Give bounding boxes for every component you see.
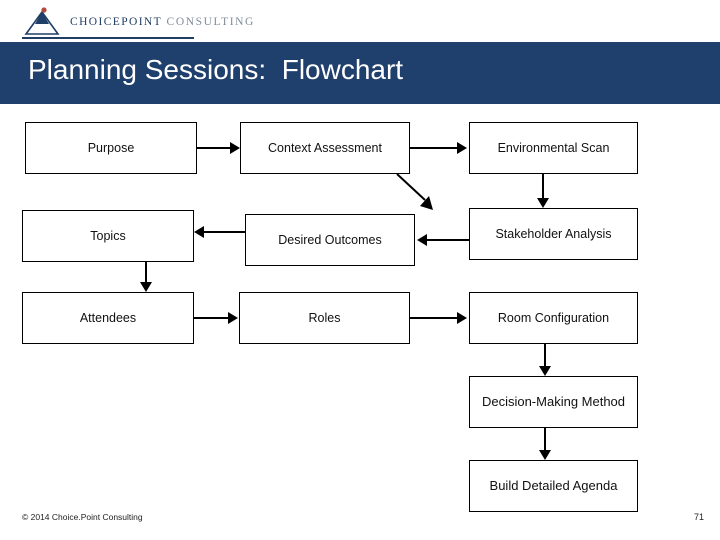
footer-copyright: © 2014 Choice.Point Consulting <box>22 512 143 522</box>
logo-band: CHOICEPOINT CONSULTING <box>0 0 540 42</box>
flow-node-label: Purpose <box>87 140 135 155</box>
flow-node-label: Context Assessment <box>268 140 382 155</box>
flow-node-topics[interactable]: Topics <box>22 210 194 262</box>
flowchart: Purpose Context Assessment Environmental… <box>0 104 720 512</box>
flow-node-roles[interactable]: Roles <box>239 292 410 344</box>
title-bar: Planning Sessions: Flowchart <box>0 42 720 104</box>
flow-arrow-desired-outcomes-to-topics <box>194 226 246 238</box>
flow-node-stakeholder-analysis[interactable]: Stakeholder Analysis <box>469 208 638 260</box>
flow-node-label: Environmental Scan <box>497 140 610 155</box>
flow-arrow-environmental-to-stakeholder <box>536 174 550 210</box>
page-title: Planning Sessions: Flowchart <box>28 54 404 85</box>
diagonal-arrow-icon <box>396 173 433 210</box>
flow-node-purpose[interactable]: Purpose <box>25 122 197 174</box>
flow-node-context-assessment[interactable]: Context Assessment <box>240 122 410 174</box>
flow-arrow-attendees-to-roles <box>194 312 240 324</box>
flow-node-attendees[interactable]: Attendees <box>22 292 194 344</box>
flow-node-desired-outcomes[interactable]: Desired Outcomes <box>245 214 415 266</box>
flow-node-label: Attendees <box>79 310 137 325</box>
flow-node-label: Desired Outcomes <box>278 232 382 247</box>
flow-arrow-roles-to-room-configuration <box>410 312 470 324</box>
flow-node-label: Build Detailed Agenda <box>489 478 618 494</box>
flow-node-label: Roles <box>308 310 341 325</box>
flow-node-build-detailed-agenda[interactable]: Build Detailed Agenda <box>469 460 638 512</box>
flow-node-label: Topics <box>90 228 126 243</box>
flow-node-environmental-scan[interactable]: Environmental Scan <box>469 122 638 174</box>
choicepoint-logo: CHOICEPOINT CONSULTING <box>22 4 253 39</box>
logo-wordmark-secondary: CONSULTING <box>162 16 255 28</box>
flow-node-label: Room Configuration <box>497 310 610 325</box>
mountain-peak-icon <box>24 7 60 35</box>
flow-arrow-stakeholder-to-desired-outcomes <box>417 234 469 246</box>
flow-arrow-decision-method-to-build-agenda <box>538 428 552 462</box>
flow-arrow-context-to-desired-outcomes <box>395 172 441 218</box>
flow-arrow-room-configuration-to-decision-method <box>538 344 552 378</box>
flow-arrow-purpose-to-context <box>197 142 242 154</box>
flow-node-label: Decision-Making Method <box>481 394 626 410</box>
flow-node-label: Stakeholder Analysis <box>495 226 612 241</box>
logo-wordmark-primary: CHOICEPOINT <box>70 16 163 28</box>
flow-arrow-context-to-environmental <box>410 142 470 154</box>
flow-arrow-topics-to-attendees <box>139 262 153 294</box>
flow-node-room-configuration[interactable]: Room Configuration <box>469 292 638 344</box>
logo-underline <box>22 37 194 39</box>
logo-wordmark: CHOICEPOINT CONSULTING <box>70 16 255 28</box>
footer-page-number: 71 <box>693 512 704 522</box>
flow-node-decision-making-method[interactable]: Decision-Making Method <box>469 376 638 428</box>
